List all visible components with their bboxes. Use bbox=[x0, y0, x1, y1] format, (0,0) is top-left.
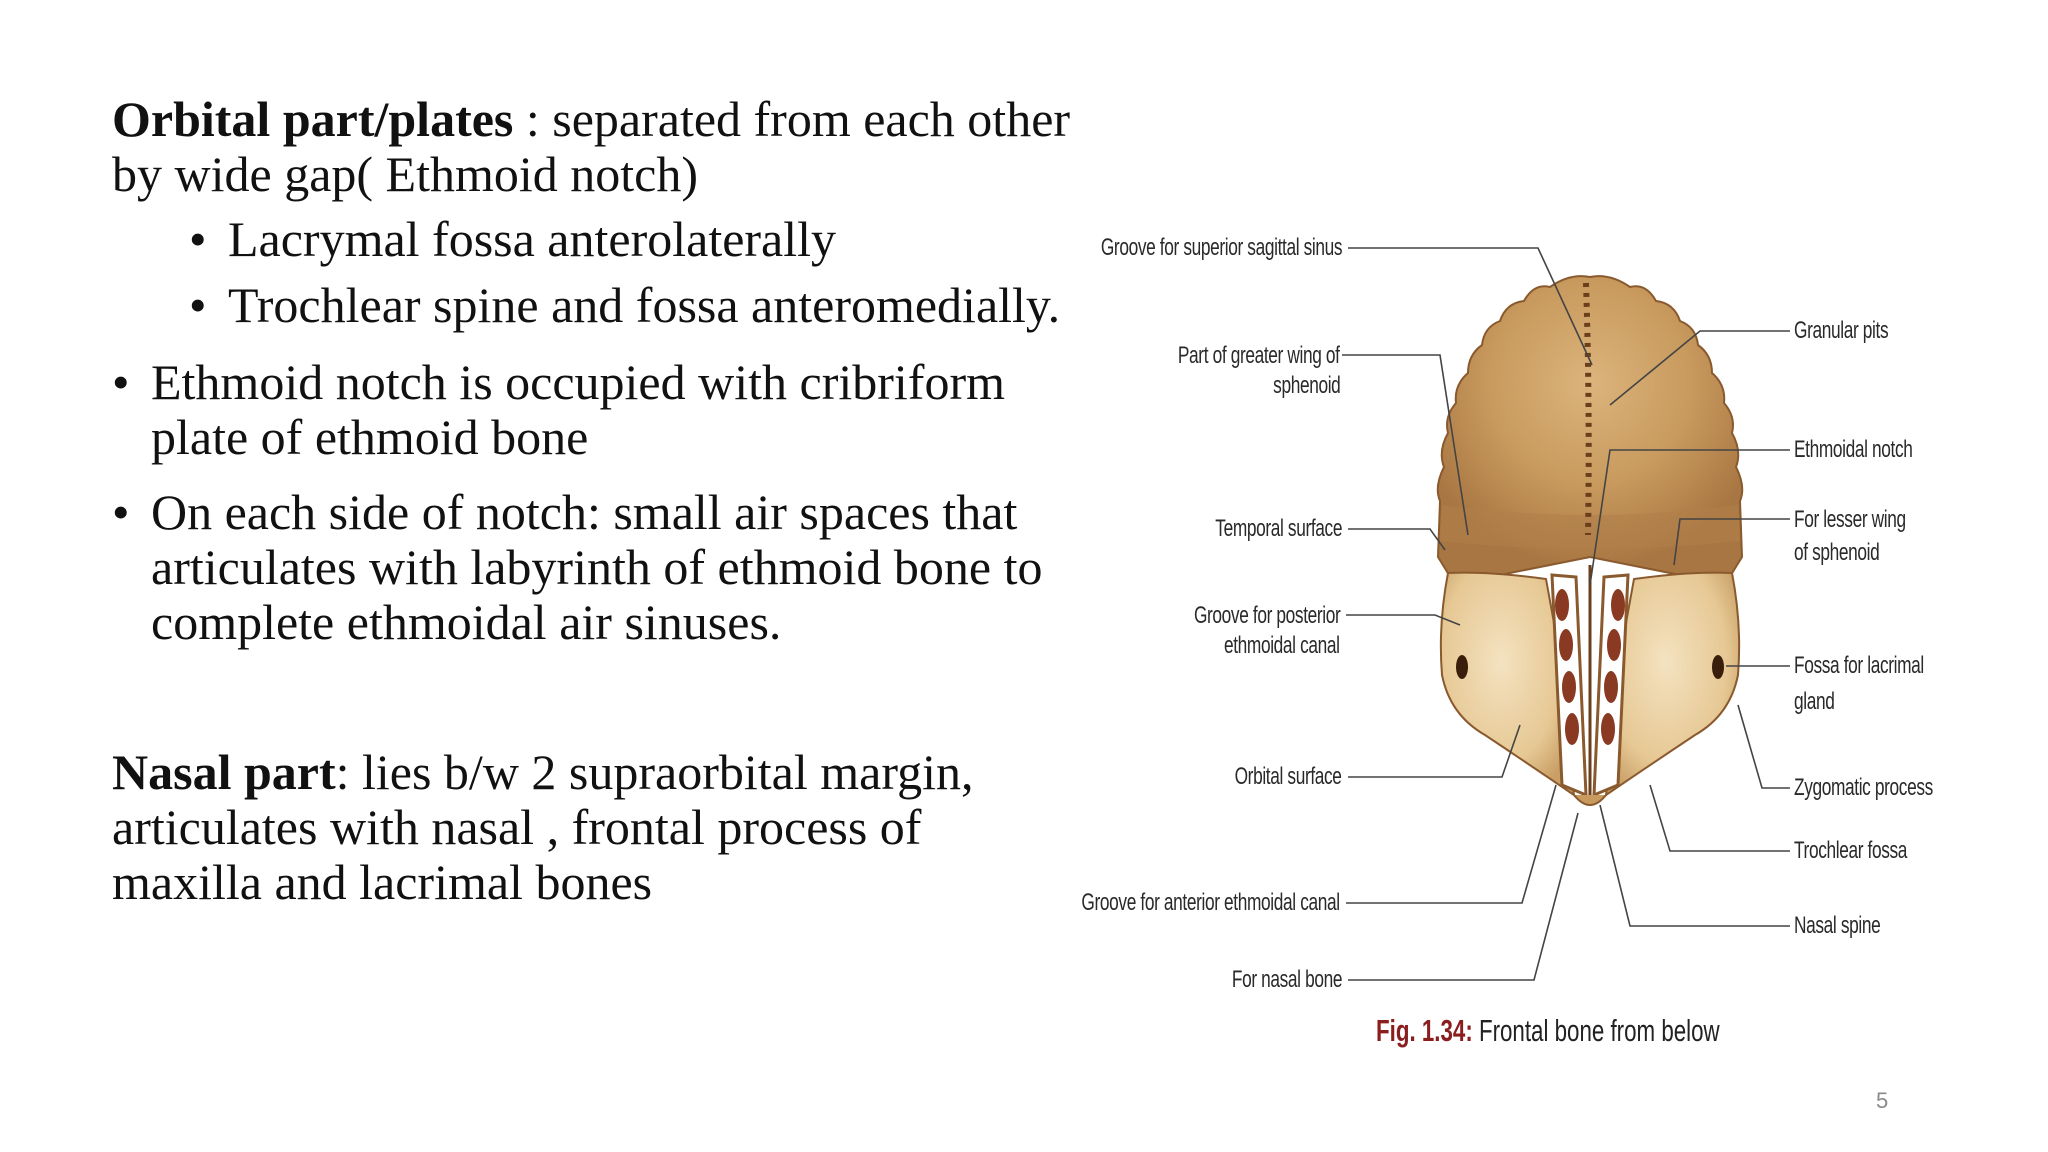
label-greater-wing-2: sphenoid bbox=[1272, 372, 1341, 399]
label-posterior-ethmoidal-1: Groove for posterior bbox=[1193, 602, 1341, 629]
label-zygomatic-process: Zygomatic process bbox=[1794, 774, 1933, 801]
slide-text: Orbital part/plates : separated from eac… bbox=[112, 92, 1072, 910]
label-ethmoidal-notch: Ethmoidal notch bbox=[1794, 436, 1913, 463]
frontal-bone-figure: Groove for superior sagittal sinus Part … bbox=[1082, 205, 1950, 1085]
main-bullet-list: Ethmoid notch is occupied with cribrifor… bbox=[112, 355, 1072, 650]
label-superior-sagittal-sinus: Groove for superior sagittal sinus bbox=[1100, 234, 1343, 261]
label-nasal-bone: For nasal bone bbox=[1231, 966, 1343, 993]
orbital-sub-list: Lacrymal fossa anterolaterally Trochlear… bbox=[112, 212, 1072, 334]
nasal-heading: Nasal part bbox=[112, 744, 336, 800]
sagittal-groove bbox=[1583, 282, 1592, 536]
orbital-heading: Orbital part/plates bbox=[112, 91, 514, 147]
page-number: 5 bbox=[1876, 1088, 1889, 1113]
figure-caption-text: Frontal bone from below bbox=[1472, 1013, 1720, 1048]
label-lacrimal-fossa-1: Fossa for lacrimal bbox=[1794, 652, 1924, 679]
label-anterior-ethmoidal-canal: Groove for anterior ethmoidal canal bbox=[1081, 889, 1341, 916]
bullet-air-spaces: On each side of notch: small air spaces … bbox=[112, 485, 1072, 650]
bullet-ethmoid-notch: Ethmoid notch is occupied with cribrifor… bbox=[112, 355, 1072, 465]
left-orbital-plate bbox=[1439, 571, 1576, 798]
label-greater-wing-1: Part of greater wing of bbox=[1178, 342, 1340, 369]
label-posterior-ethmoidal-2: ethmoidal canal bbox=[1224, 632, 1340, 659]
orbital-text: : separated from each other by wide gap(… bbox=[112, 91, 1071, 202]
frontal-squama bbox=[1436, 275, 1744, 585]
orbital-paragraph: Orbital part/plates : separated from eac… bbox=[112, 92, 1072, 202]
figure-number: Fig. 1.34: bbox=[1376, 1013, 1473, 1048]
label-lacrimal-fossa-2: gland bbox=[1794, 688, 1835, 715]
label-temporal-surface: Temporal surface bbox=[1215, 515, 1342, 542]
label-trochlear-fossa: Trochlear fossa bbox=[1794, 837, 1908, 864]
nasal-text: : lies b/w 2 supraorbital margin, articu… bbox=[112, 744, 974, 910]
frontal-bone-illustration bbox=[1342, 247, 1790, 981]
figure-caption: Fig. 1.34: Frontal bone from below bbox=[1376, 1013, 1720, 1049]
sub-bullet-lacrymal: Lacrymal fossa anterolaterally bbox=[189, 212, 1072, 268]
label-lesser-wing-2: of sphenoid bbox=[1794, 539, 1880, 566]
label-granular-pits: Granular pits bbox=[1794, 317, 1889, 344]
label-nasal-spine: Nasal spine bbox=[1794, 912, 1881, 939]
sub-bullet-trochlear: Trochlear spine and fossa anteromedially… bbox=[189, 278, 1072, 334]
label-orbital-surface: Orbital surface bbox=[1235, 763, 1342, 790]
nasal-paragraph: Nasal part: lies b/w 2 supraorbital marg… bbox=[112, 745, 1072, 910]
label-lesser-wing-1: For lesser wing bbox=[1794, 506, 1906, 533]
right-orbital-plate bbox=[1604, 571, 1741, 798]
